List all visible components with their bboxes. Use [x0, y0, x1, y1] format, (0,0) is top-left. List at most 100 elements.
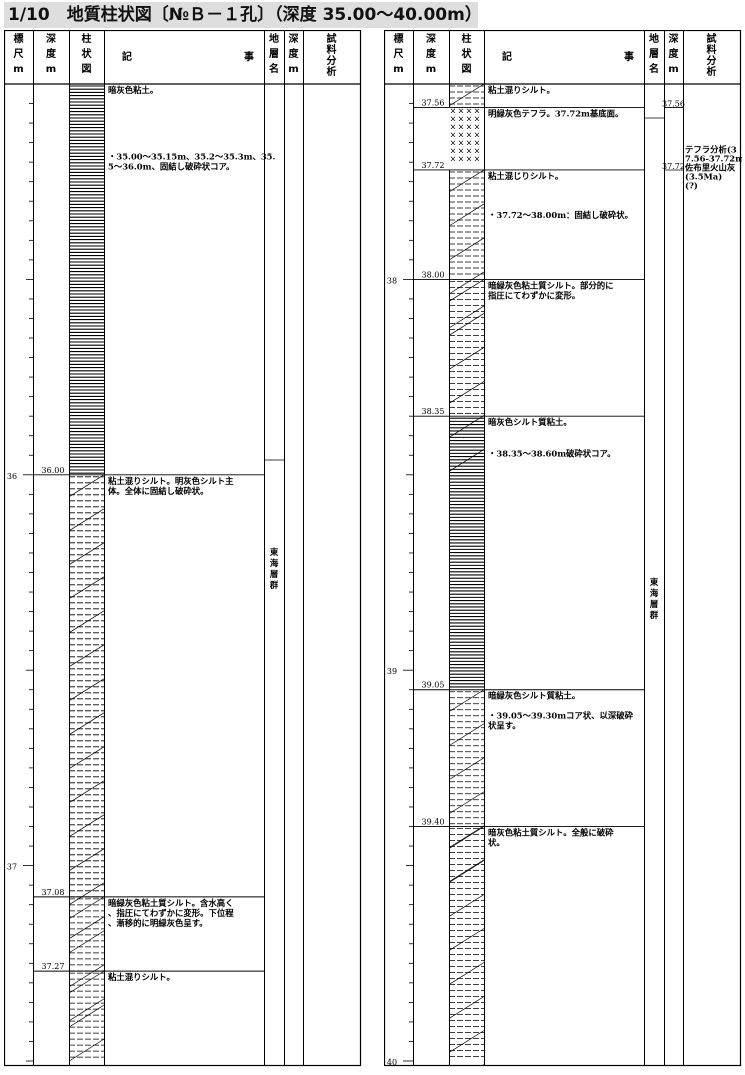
log-group: 標尺m深度m柱状図記事地層名深度m試料分析383940×××××××××××××…	[384, 30, 742, 1067]
lithology-hatch	[449, 860, 484, 883]
header-depth2: m	[668, 64, 678, 75]
header-scale: 尺	[394, 48, 404, 60]
boundary-depth-label: 37.08	[42, 888, 65, 897]
sample-text: 佐布里火山灰	[684, 162, 736, 172]
tephra-mark: ×	[450, 106, 457, 115]
scale-label: 36	[7, 472, 17, 481]
lithology-hatch	[449, 825, 484, 849]
scale-label: 37	[7, 863, 17, 872]
description-text: 暗灰色粘土質シルト。全般に破砕	[488, 828, 614, 838]
description-text: 暗緑灰色粘土質シルト。部分的に	[488, 280, 613, 290]
lithology-hatch	[449, 381, 484, 404]
header-formation: 地	[269, 32, 279, 45]
header-sample: 析	[707, 65, 717, 78]
lithology-hatch	[449, 347, 484, 370]
lithology-hatch	[69, 814, 104, 838]
header-depth: m	[46, 64, 56, 75]
lithology-hatch	[449, 826, 484, 849]
header-depth: m	[426, 64, 436, 75]
header-column: 図	[82, 63, 92, 75]
boundary-depth-label: 38.35	[422, 407, 445, 416]
lithology-hatch	[69, 930, 104, 954]
lithology-hatch	[69, 848, 104, 872]
tephra-mark: ×	[466, 114, 473, 123]
header-formation: 層	[649, 48, 659, 60]
header-depth2: m	[288, 64, 298, 75]
header-column: 図	[462, 63, 472, 75]
tephra-mark: ×	[450, 122, 457, 131]
lithology-hatch	[449, 962, 484, 985]
lithology-hatch	[69, 746, 104, 770]
lithology-hatch	[69, 678, 104, 702]
formation-name: 群	[269, 580, 279, 590]
tephra-mark: ×	[450, 130, 457, 139]
lithology-hatch	[449, 279, 484, 302]
tephra-mark: ×	[466, 130, 473, 139]
lithology-hatch	[449, 305, 484, 329]
header-sample: 料	[327, 43, 337, 56]
lithology-hatch	[449, 449, 484, 472]
lithology-hatch	[69, 970, 104, 994]
log-frame	[4, 30, 362, 1067]
header-depth: 深	[46, 32, 56, 45]
tephra-mark: ×	[474, 122, 481, 131]
tephra-mark: ×	[474, 106, 481, 115]
header-formation: 名	[649, 62, 659, 75]
tephra-mark: ×	[450, 146, 457, 155]
description-text: ・39.05～39.30mコア状、以深破砕	[488, 710, 634, 720]
header-sample: 析	[327, 65, 337, 78]
page-title: 1/10 地質柱状図〔№Ｂ－１孔〕（深度 35.00～40.00m）	[4, 2, 482, 28]
header-description: 事	[624, 50, 634, 63]
log-frame	[384, 30, 742, 1067]
tephra-mark: ×	[474, 154, 481, 163]
lithology-hatch	[69, 916, 104, 940]
header-depth2: 深	[669, 32, 679, 45]
header-scale: m	[393, 64, 403, 75]
header-depth: 深	[426, 32, 436, 45]
boundary-depth-label: 36.00	[42, 466, 65, 475]
tephra-mark: ×	[458, 106, 465, 115]
lithology-hatch	[449, 757, 484, 781]
formation-name: 東	[649, 577, 659, 587]
description-text: ・35.00～35.15m、35.2～35.3m、35.	[108, 151, 275, 161]
lithology-hatch	[69, 644, 104, 668]
sample-text: (3.5Ma)	[685, 171, 722, 181]
header-sample: 料	[707, 43, 717, 56]
lithology-hatch	[69, 882, 104, 906]
lithology-hatch	[69, 542, 104, 566]
tephra-mark: ×	[450, 138, 457, 147]
lithology-hatch	[69, 474, 104, 498]
lithology-hatch	[449, 723, 484, 747]
scale-label: 39	[387, 667, 397, 676]
lithology-hatch	[69, 1038, 104, 1062]
description-text: 5～36.0m、固結し破砕状コア。	[108, 161, 234, 171]
description-text: ・38.35～38.60m破砕状コア。	[488, 448, 615, 458]
boundary-depth-label: 37.72	[422, 161, 445, 170]
description-text: 暗灰色粘土。	[108, 85, 158, 95]
lithology-column	[69, 85, 104, 1062]
lithology-hatch	[449, 928, 484, 951]
description-text: 明緑灰色テフラ。37.72m基底面。	[488, 108, 623, 118]
description-text: 状呈す。	[488, 720, 521, 730]
description-text: 粘土混りシルト。	[107, 972, 175, 982]
scale-label: 40	[387, 1058, 397, 1067]
tephra-mark: ×	[466, 106, 473, 115]
lithology-hatch	[449, 271, 484, 295]
lithology-hatch	[69, 1004, 104, 1028]
description-text: 暗緑灰色シルト質粘土。	[488, 691, 580, 701]
header-depth2: 度	[669, 47, 680, 60]
sample-text: 7.56-37.72m)	[685, 153, 742, 163]
header-column: 状	[82, 47, 93, 60]
tephra-mark: ×	[466, 146, 473, 155]
header-column: 状	[462, 47, 473, 60]
header-depth: 度	[426, 47, 437, 60]
lithology-hatch	[69, 964, 104, 988]
tephra-mark: ×	[466, 122, 473, 131]
lithology-hatch	[69, 998, 104, 1022]
header-sample: 試	[327, 32, 337, 45]
description-text: 暗灰色シルト質粘土。	[488, 417, 572, 427]
tephra-mark: ×	[450, 154, 457, 163]
scale-label: 38	[387, 276, 397, 285]
description-text: 粘土混りシルト。	[487, 85, 555, 95]
